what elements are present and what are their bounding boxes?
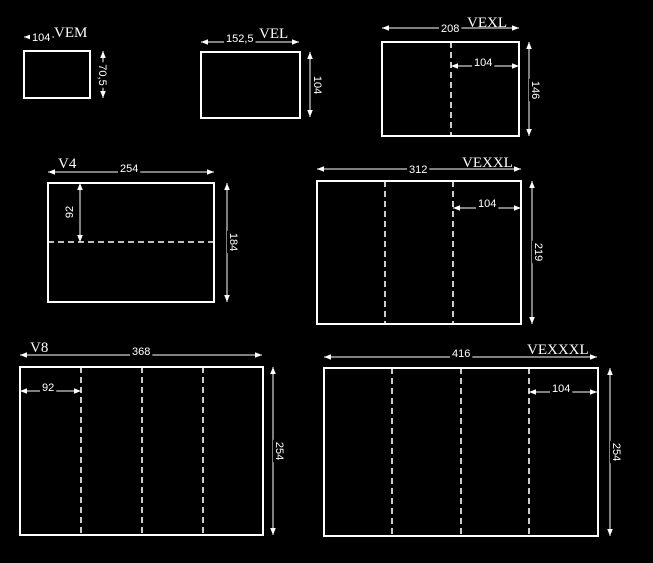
vexxxl-width-label: 416 [452,348,470,360]
v4-height-label: 184 [227,233,239,251]
vem-height-label: 70,5 [96,64,108,85]
v8-width-label: 368 [132,346,150,358]
format-v8: V8 368 92 254 [19,340,285,536]
label-backdrop [224,33,256,45]
format-vexxxl: 416 VEXXXL 104 254 [323,342,622,537]
vexxxl-height-label: 254 [610,443,622,461]
label-backdrop [610,440,622,464]
vel-sheet [200,51,301,119]
vel-width-label: 152,5 [226,33,254,45]
label-backdrop [311,73,323,97]
label-backdrop [273,439,285,463]
label-backdrop [64,203,76,221]
vexxl-width-label: 312 [409,164,427,176]
vexxl-panel-label: 104 [478,198,496,210]
label-backdrop [476,198,499,210]
label-backdrop [532,240,544,264]
label-backdrop [30,32,53,44]
label-backdrop [227,230,239,254]
vem-sheet [23,50,91,99]
v8-panel-label: 92 [42,382,54,394]
format-vem: 104 VEM 70,5 [23,25,108,99]
label-backdrop [550,383,573,395]
format-v4: V4 254 92 184 [47,156,239,303]
label-backdrop [450,348,473,360]
label-backdrop [130,346,153,358]
vexl-width-label: 208 [441,23,459,35]
vexxl-height-label: 219 [532,243,544,261]
vexl-panel-label: 104 [474,57,492,69]
vel-title: VEL [259,26,288,42]
v8-title: V8 [30,340,48,356]
format-vexxl: 312 VEXXL 104 219 [316,155,544,325]
vem-title: VEM [54,25,87,41]
v4-width-label: 254 [120,163,138,175]
label-backdrop [439,23,462,35]
label-backdrop [118,163,141,175]
format-vel: 152,5 VEL 104 [200,26,323,119]
vexl-height-label: 146 [529,81,541,99]
vexxxl-title: VEXXXL [527,342,589,358]
vexxl-sheet [316,180,522,325]
vexxxl-panel-label: 104 [552,383,570,395]
v4-panel-label: 92 [64,206,76,218]
label-backdrop [407,164,430,176]
vem-width-label: 104 [32,32,50,44]
vel-height-label: 104 [311,76,323,94]
label-backdrop [529,78,541,102]
v8-height-label: 254 [273,442,285,460]
vexl-title: VEXL [467,15,507,31]
label-backdrop [96,62,108,88]
vexxl-title: VEXXL [462,155,513,171]
format-vexl: 208 VEXL 104 146 [381,15,541,137]
label-backdrop [472,57,495,69]
label-backdrop [40,382,57,394]
v4-title: V4 [58,156,77,172]
